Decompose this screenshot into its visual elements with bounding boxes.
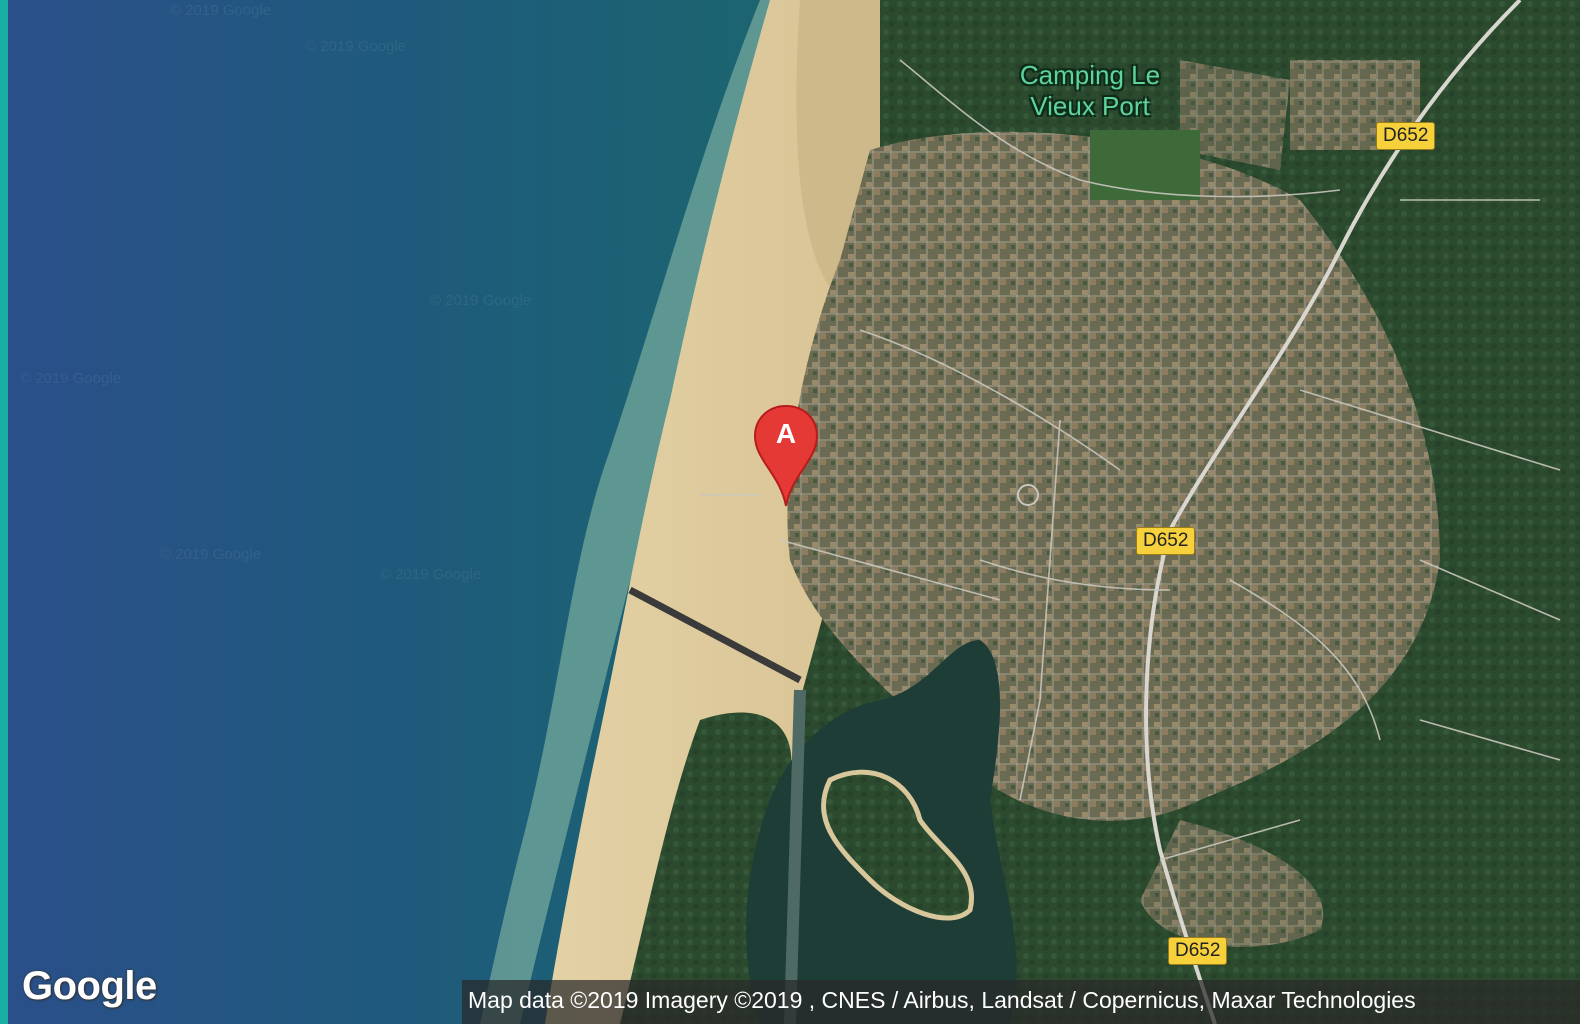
map-watermark: © 2019 Google [170,2,272,19]
map-watermark: © 2019 Google [380,566,482,583]
road-shield: D652 [1168,937,1228,965]
road-shield: D652 [1136,527,1196,555]
map-watermark: © 2019 Google [20,370,122,387]
map-attribution[interactable]: Map data ©2019 Imagery ©2019 , CNES / Ai… [462,980,1580,1024]
google-logo: Google [22,964,157,1008]
map-watermark: © 2019 Google [305,38,407,55]
poi-label-line: Camping Le [1019,60,1161,90]
map-watermark: © 2019 Google [160,546,262,563]
window-edge-strip [0,0,8,1024]
poi-label-line: Vieux Port [1030,91,1150,121]
map-pin-icon [753,404,819,507]
map-marker-a[interactable]: A [752,404,820,508]
poi-label-camping[interactable]: Camping Le Vieux Port [1000,60,1180,122]
marker-label: A [775,418,797,449]
map-watermark: © 2019 Google [430,292,532,309]
road-shield: D652 [1376,122,1436,150]
